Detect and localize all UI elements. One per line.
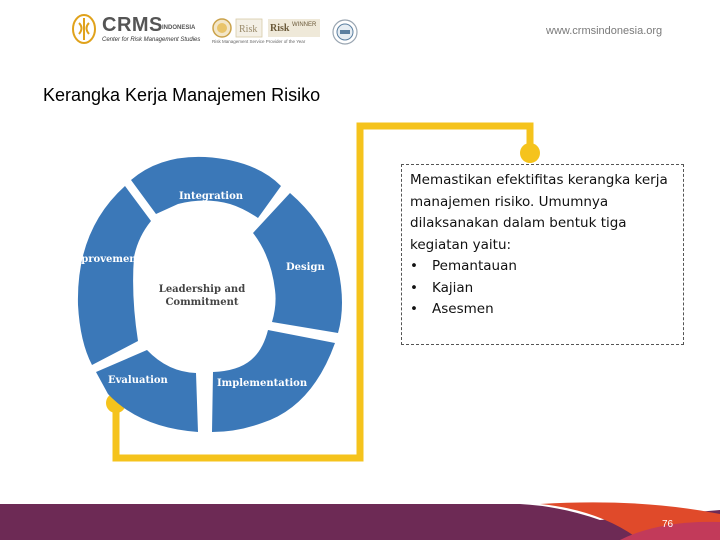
logo-sub: INDONESIA <box>162 25 196 31</box>
award-caption: Risk Management Service Provider of the … <box>212 39 306 44</box>
award-risk-text: Risk <box>270 23 290 34</box>
segment-label-implementation: Implementation <box>217 378 308 389</box>
header-bar: CRMS INDONESIA Center for Risk Managemen… <box>0 0 720 62</box>
segment-integration <box>131 156 281 218</box>
award-winner-text: WINNER <box>292 22 317 28</box>
segment-evaluation <box>96 350 198 432</box>
segment-label-evaluation: Evaluation <box>108 375 169 386</box>
segment-label-improvement: Improvement <box>66 254 142 265</box>
logo-emblem-icon <box>72 14 96 44</box>
segment-label-integration: Integration <box>179 191 244 202</box>
page-number: 76 <box>662 519 674 530</box>
certification-seal-icon <box>332 19 358 45</box>
connector-dot-top <box>520 143 540 163</box>
segment-design <box>253 193 342 333</box>
logo-tagline: Center for Risk Management Studies <box>102 37 201 43</box>
website-url[interactable]: www.crmsindonesia.org <box>546 25 663 37</box>
segment-improvement <box>77 186 151 365</box>
list-item: •Asesmen <box>410 301 494 317</box>
logo-text: CRMS <box>102 14 163 36</box>
center-label-line2: Commitment <box>165 297 238 308</box>
activity-list: •Pemantauan •Kajian •Asesmen <box>410 256 675 321</box>
award-badges: Risk Risk WINNER <box>212 18 320 38</box>
ring-segments <box>77 156 342 432</box>
crms-logo: CRMS INDONESIA Center for Risk Managemen… <box>70 12 210 48</box>
footer-wave <box>0 502 720 540</box>
segment-label-design: Design <box>286 262 325 273</box>
page-title: Kerangka Kerja Manajemen Risiko <box>43 85 321 105</box>
description-textbox: Memastikan efektifitas kerangka kerja ma… <box>401 164 684 345</box>
center-label-line1: Leadership and <box>159 284 245 295</box>
list-item: •Kajian <box>410 279 474 296</box>
svg-text:Risk: Risk <box>239 24 257 35</box>
segment-implementation <box>212 330 335 432</box>
risk-award-icon <box>235 18 263 38</box>
list-item: •Pemantauan <box>410 258 517 274</box>
description-paragraph: Memastikan efektifitas kerangka kerja ma… <box>410 172 668 253</box>
connector-line <box>112 122 534 462</box>
